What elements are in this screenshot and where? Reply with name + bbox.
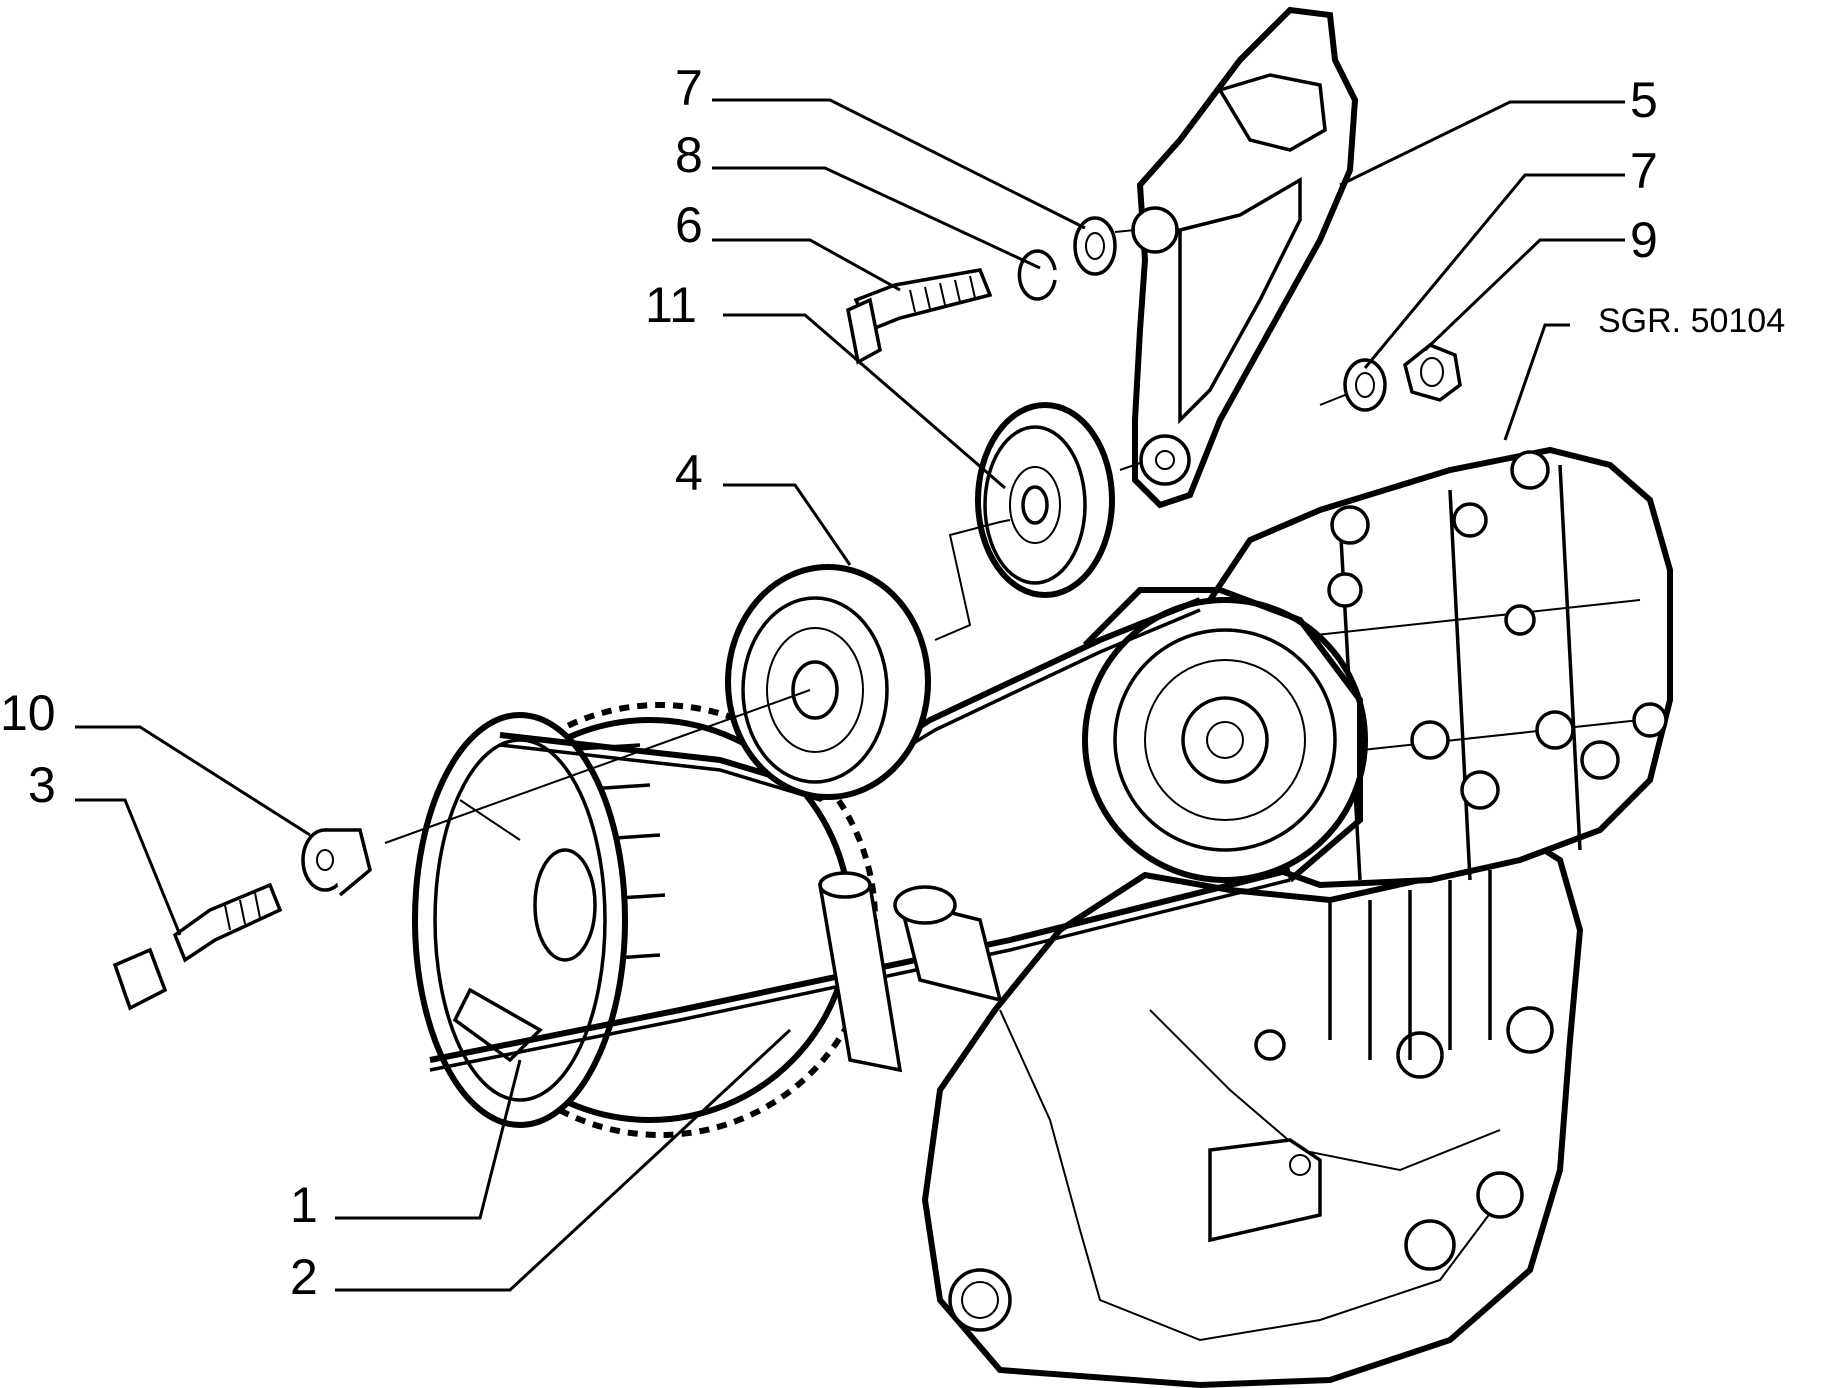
tensioner-bracket xyxy=(1131,6,1359,509)
callout-8: 8 xyxy=(675,127,703,183)
mount-stud xyxy=(817,871,1003,1073)
bolt-6 xyxy=(846,268,993,365)
compressor-bolts xyxy=(1327,450,1668,810)
nut-9 xyxy=(1403,342,1462,402)
callout-2: 2 xyxy=(290,1249,318,1305)
flat-washer-7-upper xyxy=(1073,216,1117,276)
callout-labels: 7 8 6 5 7 9 11 4 10 3 1 2 SGR. 50104 xyxy=(0,60,1785,1305)
callout-9: 9 xyxy=(1630,212,1658,268)
idler-pulley xyxy=(725,564,931,800)
ac-compressor xyxy=(1082,446,1673,889)
bolt-3 xyxy=(112,882,283,1011)
axis-lines xyxy=(384,229,1346,844)
callout-7-upper: 7 xyxy=(675,60,703,116)
callout-6: 6 xyxy=(675,197,703,253)
spacer-10 xyxy=(301,828,372,897)
callout-10: 10 xyxy=(0,685,56,741)
callout-11: 11 xyxy=(645,277,697,333)
crankshaft-pulley xyxy=(412,702,878,1138)
tensioner-pulley xyxy=(975,402,1115,598)
callout-3: 3 xyxy=(28,757,56,813)
spring-washer-8 xyxy=(1017,249,1057,301)
reference-code: SGR. 50104 xyxy=(1598,302,1785,340)
callout-4: 4 xyxy=(675,445,703,501)
flat-washer-7-lower xyxy=(1343,358,1387,412)
callout-5: 5 xyxy=(1630,72,1658,128)
leader-lines xyxy=(75,98,1625,1292)
engine-block xyxy=(921,831,1584,1388)
callout-7-lower: 7 xyxy=(1630,143,1658,199)
callout-1: 1 xyxy=(290,1177,318,1233)
